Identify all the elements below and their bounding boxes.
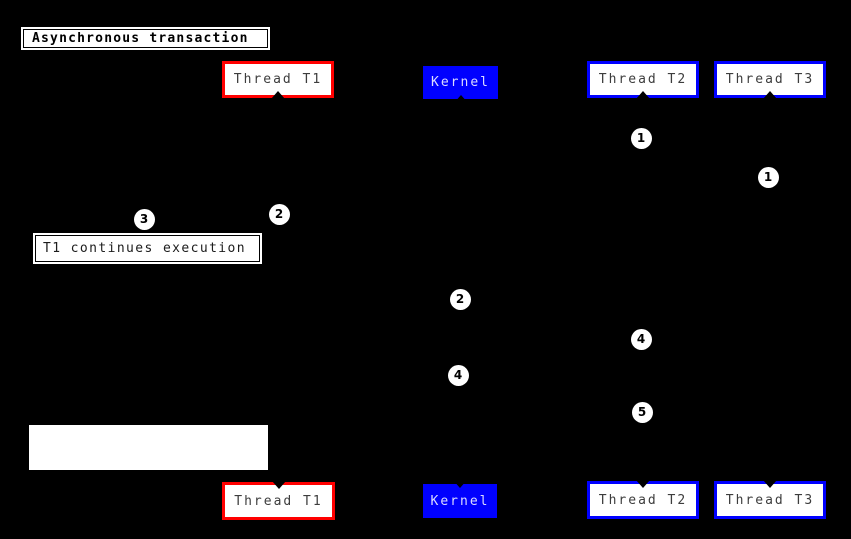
participant-thread-t3-bottom: Thread T3 [714,480,826,519]
legend-box [29,425,268,470]
participant-label: Thread T2 [598,492,688,508]
participant-label: Thread T2 [598,72,688,87]
diagram-title: Asynchronous transaction [23,29,268,48]
participant-thread-t2-top: Thread T2 [587,61,699,99]
note-text: T1 continues execution [43,241,246,256]
participant-label: Kernel [430,493,490,509]
participant-thread-t3-top: Thread T3 [714,61,826,99]
lifeline-arrowhead-icon [453,480,467,488]
sequence-number-badge: 2 [449,288,471,310]
lifeline-arrowhead-icon [271,481,286,489]
participant-label: Thread T1 [234,493,323,509]
participant-kernel-bottom: Kernel [423,480,497,518]
sequence-number-badge: 4 [447,364,469,386]
sequence-number-badge: 3 [133,208,155,230]
lifeline-arrowhead-icon [453,95,468,103]
participant-label: Thread T1 [233,72,323,87]
participant-thread-t2-bottom: Thread T2 [587,480,699,519]
participant-thread-t1-top: Thread T1 [222,61,334,99]
participant-kernel-top: Kernel [423,66,498,103]
participant-label: Kernel [431,75,490,90]
sequence-number-badge: 1 [630,127,652,149]
participant-label: Thread T3 [725,72,815,87]
lifeline-arrowhead-icon [763,91,777,99]
participant-thread-t1-bottom: Thread T1 [222,481,335,520]
sequence-number-badge: 2 [268,203,290,225]
lifeline-arrowhead-icon [636,480,650,488]
note-t1-continues-execution: T1 continues execution [35,235,260,262]
sequence-number-badge: 4 [630,328,652,350]
sequence-number-badge: 1 [757,166,779,188]
lifeline-arrowhead-icon [763,480,777,488]
lifeline-arrowhead-icon [636,91,650,99]
participant-label: Thread T3 [725,492,815,508]
sequence-number-badge: 5 [631,401,653,423]
lifeline-arrowhead-icon [271,91,285,99]
